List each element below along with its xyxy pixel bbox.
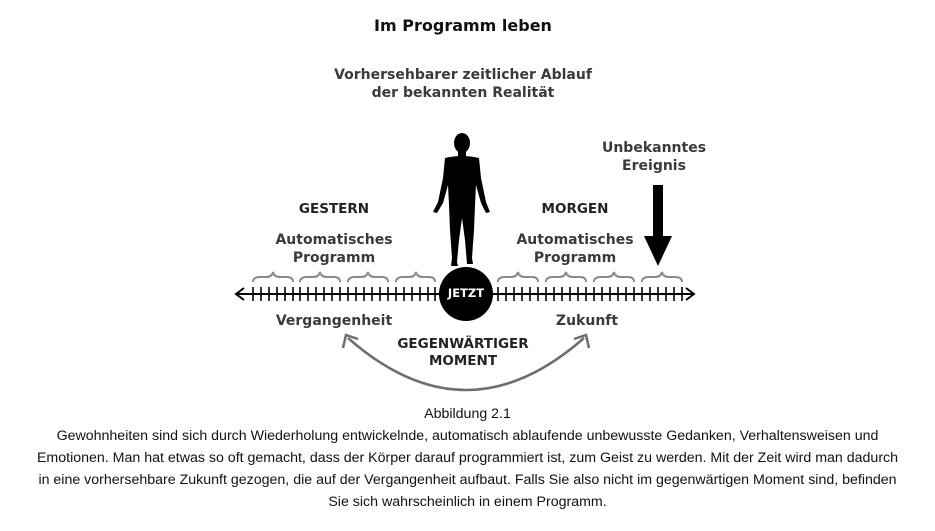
future-program-label: Automatisches Programm	[516, 231, 633, 267]
moment-arc	[347, 337, 585, 392]
now-label: JETZT	[447, 286, 485, 300]
ticks-past	[252, 287, 436, 301]
event-arrow-down-icon	[644, 185, 672, 266]
future-heading: MORGEN	[541, 201, 609, 217]
caption-text: Gewohnheiten sind sich durch Wiederholun…	[36, 428, 899, 510]
past-axis-label: Vergangenheit	[275, 313, 393, 329]
arrow-right-icon	[685, 287, 696, 301]
arc-arrow-right-icon	[573, 333, 591, 349]
figure-subtitle: Vorhersehbarer zeitlicher Ablauf der bek…	[334, 66, 592, 102]
subtitle-line2: der bekannten Realität	[371, 85, 555, 101]
ticks-future	[497, 287, 683, 301]
subtitle-line1: Vorhersehbarer zeitlicher Ablauf	[334, 67, 592, 83]
person-silhouette-icon	[433, 133, 490, 266]
past-heading: GESTERN	[298, 201, 370, 217]
past-program-line1: Automatisches	[275, 232, 393, 248]
event-line2: Ereignis	[622, 158, 686, 174]
future-program-line1: Automatisches	[516, 232, 634, 248]
moment-line1: GEGENWÄRTIGER	[397, 336, 529, 352]
future-axis-label: Zukunft	[555, 313, 619, 329]
arrow-left-icon	[234, 287, 245, 301]
present-moment-label: GEGENWÄRTIGER MOMENT	[397, 336, 528, 370]
caption-label: Abbildung 2.1	[424, 406, 511, 422]
past-program-label: Automatisches Programm	[275, 231, 392, 267]
arc-arrow-left-icon	[341, 333, 359, 349]
unknown-event-label: Unbekanntes Ereignis	[602, 139, 706, 175]
now-circle	[439, 267, 493, 321]
figure-title: Im Programm leben	[374, 16, 552, 35]
past-program-line2: Programm	[292, 250, 376, 266]
moment-line2: MOMENT	[428, 353, 498, 369]
event-line1: Unbekanntes	[601, 140, 707, 156]
figure-caption: Abbildung 2.1 Gewohnheiten sind sich dur…	[0, 403, 935, 513]
future-program-line2: Programm	[533, 250, 617, 266]
program-braces	[252, 271, 683, 283]
